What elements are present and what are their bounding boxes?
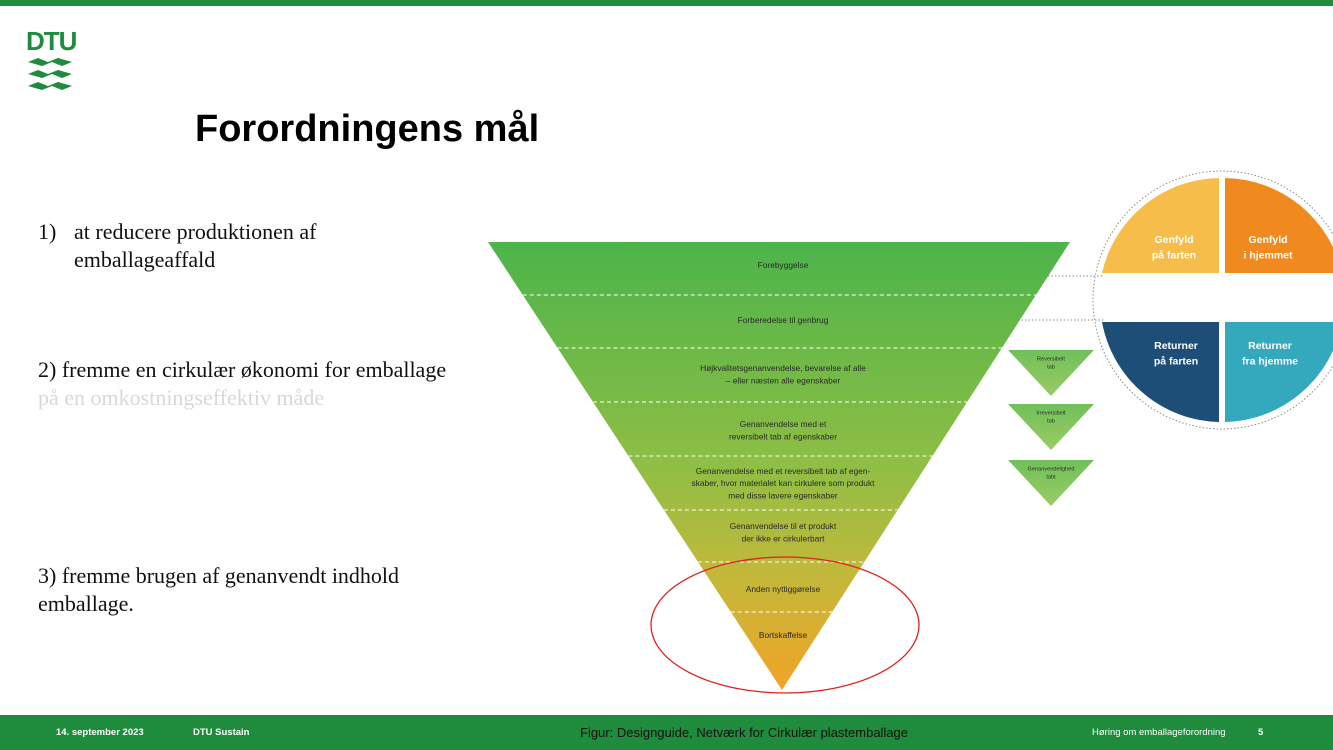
side-triangle-label: Reversibelt bbox=[1037, 356, 1065, 362]
side-triangle-label: Genanvendelighed bbox=[1028, 466, 1075, 472]
pyramid-level-label: Bortskaffelse bbox=[759, 630, 808, 640]
circle-quadrant-label: Returner bbox=[1154, 340, 1198, 352]
pyramid-level-label: Genanvendelse til et produkt bbox=[730, 521, 837, 531]
goal-1-number: 1) bbox=[38, 219, 57, 244]
goal-1: 1) at reducere produktionen af emballage… bbox=[38, 218, 458, 274]
side-triangle bbox=[1008, 350, 1094, 396]
circle-quadrant bbox=[1102, 322, 1219, 422]
pyramid-level-label: Anden nyttiggørelse bbox=[746, 584, 821, 594]
pyramid-level-label: – eller næsten alle egenskaber bbox=[726, 375, 841, 385]
circle-quadrant bbox=[1225, 178, 1333, 273]
circle-quadrant bbox=[1225, 322, 1333, 422]
goal-2-text: 2) fremme en cirkulær økonomi for emball… bbox=[38, 357, 447, 382]
highlight-ellipse bbox=[650, 556, 920, 694]
circle-quadrant-label: Genfyld bbox=[1248, 234, 1287, 246]
footer-presentation-title: Høring om emballageforordning bbox=[1092, 727, 1226, 738]
footer: 14. september 2023 DTU Sustain Figur: De… bbox=[0, 715, 1333, 750]
footer-date: 14. september 2023 bbox=[56, 727, 144, 738]
circle-quadrant-label: på farten bbox=[1154, 355, 1198, 367]
pyramid-level-label: Forberedelse til genbrug bbox=[738, 315, 829, 325]
pyramid-level-label: med disse lavere egenskaber bbox=[728, 490, 838, 500]
side-triangle-label: tab bbox=[1047, 365, 1055, 371]
pyramid-level-label: Forebyggelse bbox=[758, 260, 809, 270]
side-triangle bbox=[1008, 404, 1094, 450]
side-triangle-label: tabt bbox=[1046, 475, 1056, 481]
goal-2: 2) fremme en cirkulær økonomi for emball… bbox=[38, 356, 458, 412]
pyramid-level-label: Højkvalitetsgenanvendelse, bevarelse af … bbox=[700, 363, 866, 373]
side-triangle-label: tab bbox=[1047, 419, 1055, 425]
side-triangle bbox=[1008, 460, 1094, 506]
footer-department: DTU Sustain bbox=[193, 727, 250, 738]
dtu-logo: DTU bbox=[26, 26, 77, 98]
pyramid-level-label: Genanvendelse med et bbox=[740, 419, 827, 429]
circle-quadrant bbox=[1102, 178, 1219, 273]
circle-quadrant-label: i hjemmet bbox=[1243, 249, 1293, 261]
side-triangle-label: Irreversibelt bbox=[1036, 410, 1066, 416]
goal-3-text: 3) fremme brugen af genanvendt indhold e… bbox=[38, 563, 400, 616]
pyramid-level-label: skaber, hvor materialet kan cirkulere so… bbox=[692, 478, 876, 488]
dtu-waves-logo-icon bbox=[28, 58, 72, 90]
goal-2-faded-text: på en omkostningseffektiv måde bbox=[38, 385, 325, 410]
pyramid-level-label: der ikke er cirkulerbart bbox=[742, 533, 826, 543]
circle-quadrant-label: fra hjemme bbox=[1242, 355, 1298, 367]
circle-quadrant-label: Returner bbox=[1248, 340, 1292, 352]
goal-1-text: at reducere produktionen af emballageaff… bbox=[74, 219, 317, 272]
circle-quadrant-label: på farten bbox=[1152, 249, 1196, 261]
figure-caption: Figur: Designguide, Netværk for Cirkulær… bbox=[580, 725, 909, 740]
slide-title: Forordningens mål bbox=[195, 108, 540, 150]
pyramid-level-label: reversibelt tab af egenskaber bbox=[729, 431, 837, 441]
goal-3: 3) fremme brugen af genanvendt indhold e… bbox=[38, 562, 458, 618]
top-accent-bar bbox=[0, 0, 1333, 6]
page-number: 5 bbox=[1258, 727, 1264, 738]
pyramid-triangle bbox=[488, 242, 1070, 690]
pyramid-level-label: Genanvendelse med et reversibelt tab af … bbox=[696, 466, 871, 476]
circle-quadrant-label: Genfyld bbox=[1154, 234, 1193, 246]
logo-text: DTU bbox=[26, 26, 77, 56]
